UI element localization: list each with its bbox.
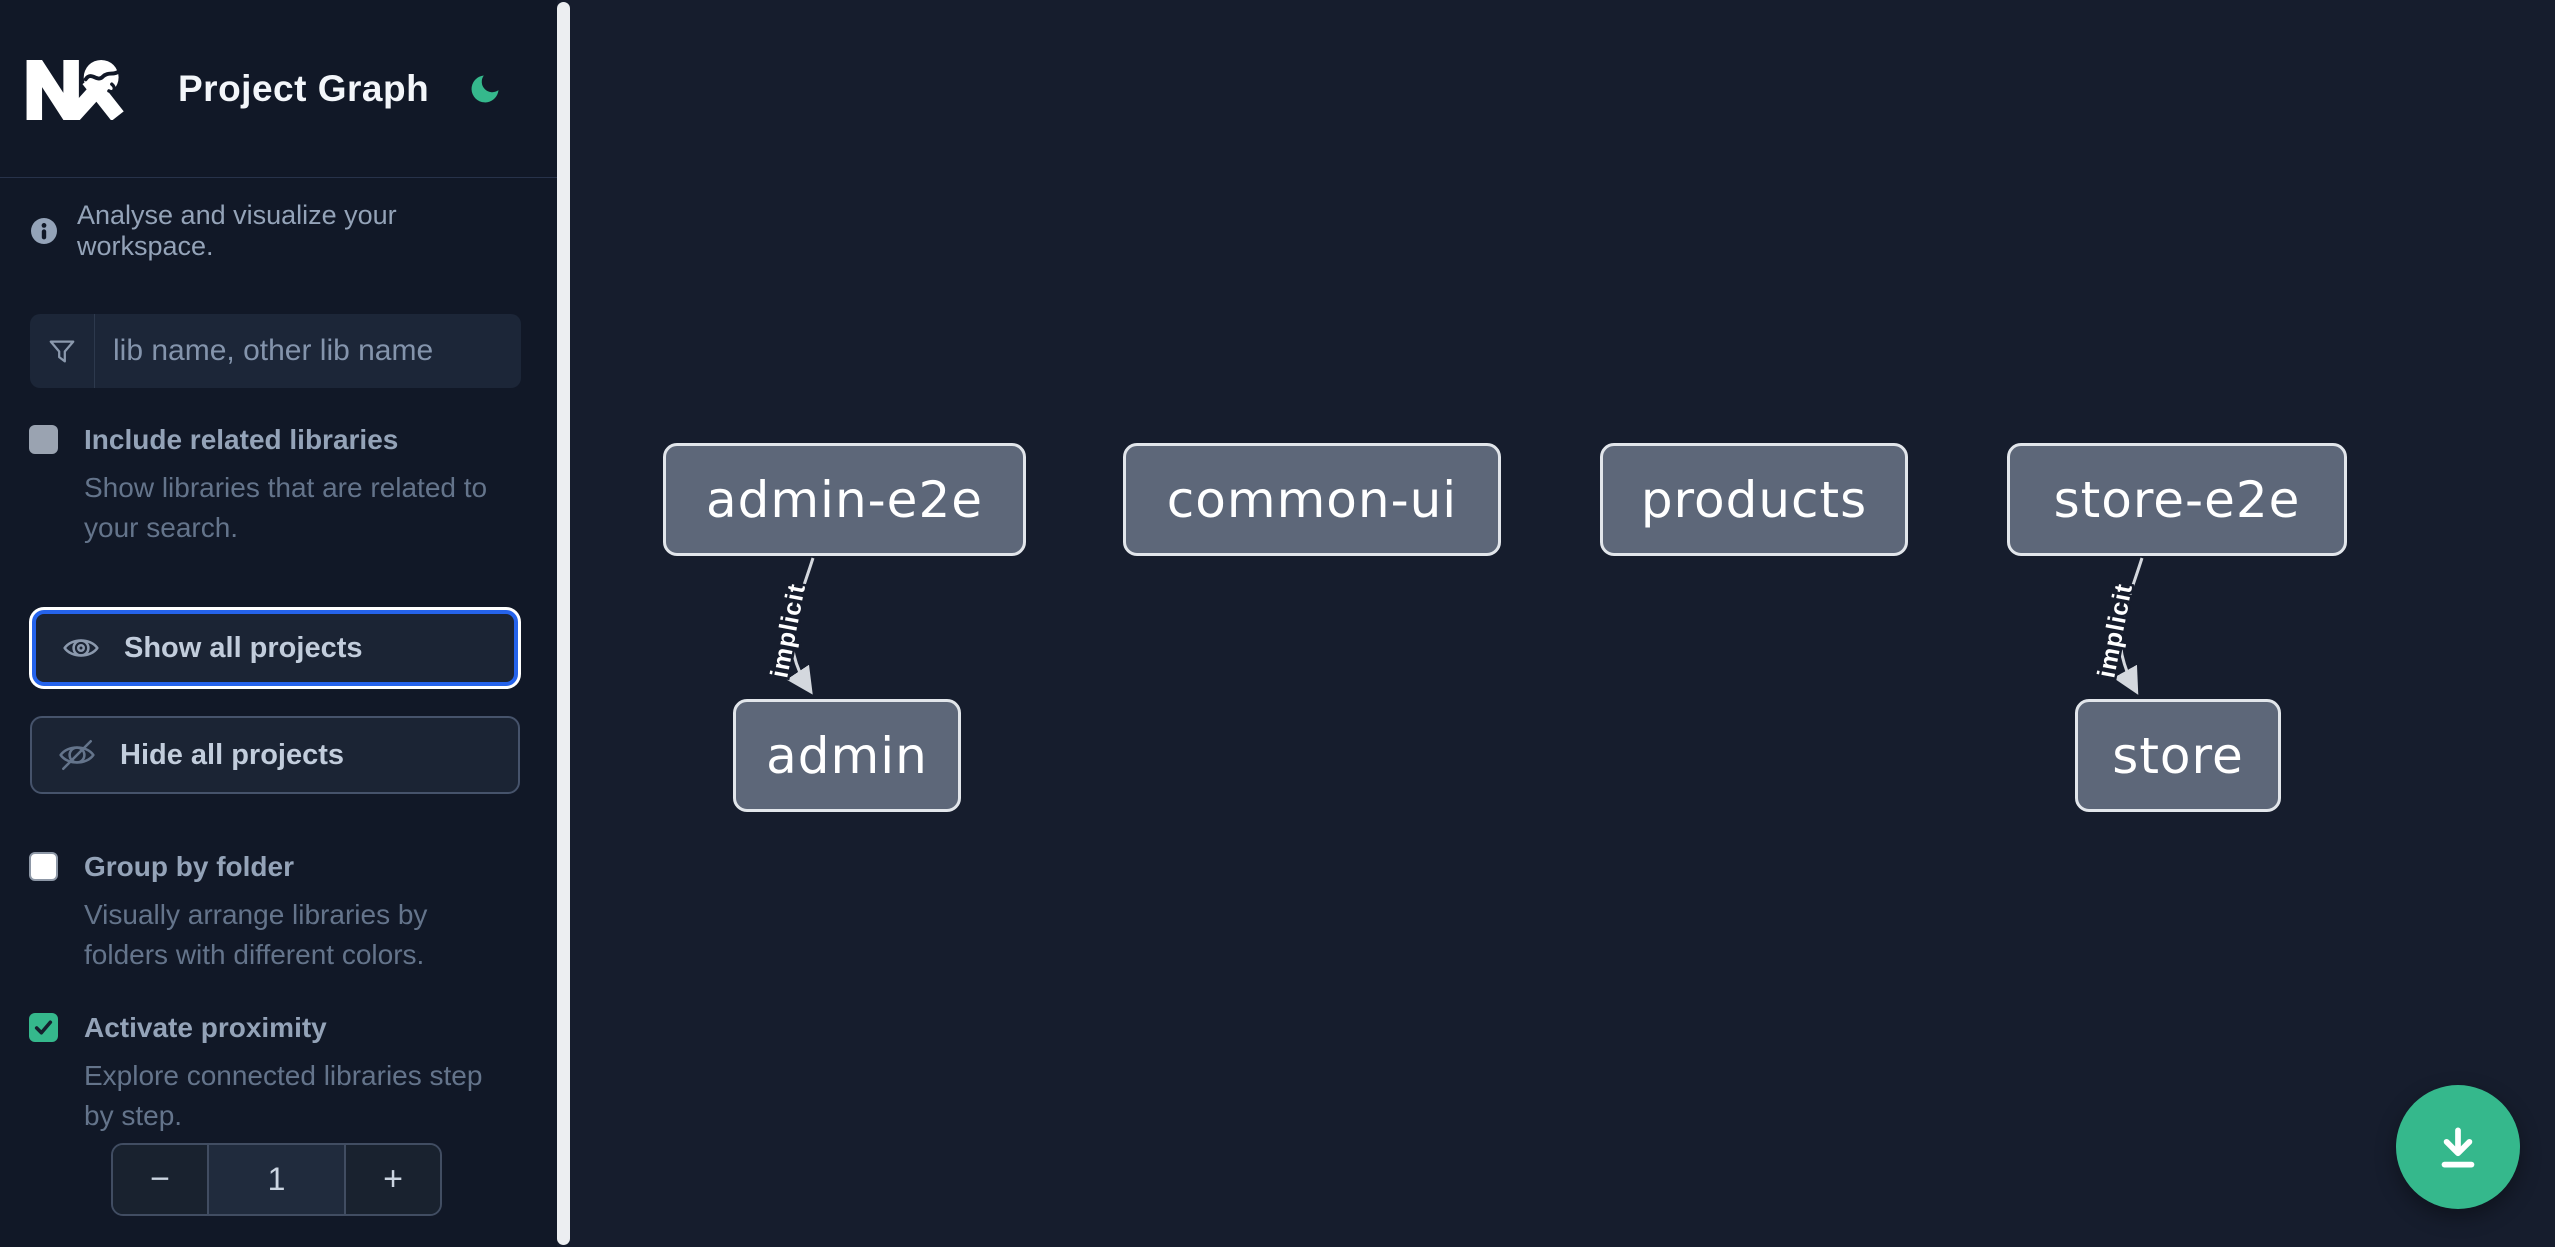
proximity-stepper: − 1 +: [111, 1143, 442, 1216]
node-label: admin-e2e: [705, 470, 984, 529]
eye-icon: [63, 639, 99, 657]
moon-icon: [471, 75, 499, 102]
download-graph-button[interactable]: [2396, 1085, 2520, 1209]
graph-node-admin[interactable]: admin: [733, 699, 961, 812]
eye-off-icon: [59, 740, 95, 770]
group-by-folder-description: Visually arrange libraries by folders wi…: [84, 899, 428, 971]
proximity-value: 1: [207, 1145, 346, 1214]
download-icon: [2441, 1127, 2475, 1168]
nx-logo: [26, 59, 124, 120]
node-label: store: [2112, 726, 2244, 785]
page-title: Project Graph: [178, 67, 430, 109]
sidebar-header: Project Graph: [0, 0, 557, 178]
funnel-icon: [30, 314, 95, 388]
tagline-text: Analyse and visualize your workspace.: [77, 200, 397, 261]
sidebar: Project Graph Analyse and visualize your…: [0, 0, 557, 1247]
workspace-tagline-row: Analyse and visualize your workspace.: [30, 200, 522, 262]
checkmark-icon: [34, 1020, 53, 1035]
node-label: common-ui: [1166, 470, 1458, 529]
hide-all-projects-label: Hide all projects: [120, 738, 345, 771]
include-related-label[interactable]: Include related libraries: [84, 424, 399, 455]
activate-proximity-description: Explore connected libraries step by step…: [84, 1060, 483, 1132]
graph-node-products[interactable]: products: [1600, 443, 1908, 556]
activate-proximity-checkbox[interactable]: [29, 1013, 58, 1042]
show-all-projects-button[interactable]: Show all projects: [32, 610, 518, 686]
group-by-folder-option: Group by folder Visually arrange librari…: [29, 851, 522, 975]
graph-canvas[interactable]: [570, 0, 2555, 1247]
include-related-checkbox[interactable]: [29, 425, 58, 454]
include-related-description: Show libraries that are related to your …: [84, 472, 488, 544]
graph-node-store[interactable]: store: [2075, 699, 2281, 812]
hide-all-projects-button[interactable]: Hide all projects: [30, 716, 520, 794]
node-label: products: [1640, 470, 1868, 529]
group-by-folder-checkbox-row[interactable]: Group by folder: [29, 851, 522, 883]
activate-proximity-checkbox-row[interactable]: Activate proximity: [29, 1012, 522, 1044]
activate-proximity-label[interactable]: Activate proximity: [84, 1012, 327, 1043]
group-by-folder-label[interactable]: Group by folder: [84, 851, 294, 882]
graph-node-store-e2e[interactable]: store-e2e: [2007, 443, 2347, 556]
include-related-option: Include related libraries Show libraries…: [29, 424, 522, 548]
include-related-checkbox-row[interactable]: Include related libraries: [29, 424, 522, 456]
proximity-decrement-button[interactable]: −: [113, 1145, 207, 1214]
graph-node-common-ui[interactable]: common-ui: [1123, 443, 1501, 556]
graph-node-admin-e2e[interactable]: admin-e2e: [663, 443, 1026, 556]
show-all-projects-label: Show all projects: [124, 631, 363, 664]
group-by-folder-checkbox[interactable]: [29, 852, 58, 881]
sidebar-scrollbar[interactable]: [557, 2, 570, 1245]
node-label: admin: [766, 726, 928, 785]
activate-proximity-option: Activate proximity Explore connected lib…: [29, 1012, 522, 1136]
info-icon: [31, 218, 57, 244]
search-input[interactable]: [95, 314, 521, 388]
search-box: [30, 314, 521, 388]
node-label: store-e2e: [2053, 470, 2301, 529]
proximity-increment-button[interactable]: +: [346, 1145, 440, 1214]
theme-toggle-button[interactable]: [467, 70, 503, 108]
